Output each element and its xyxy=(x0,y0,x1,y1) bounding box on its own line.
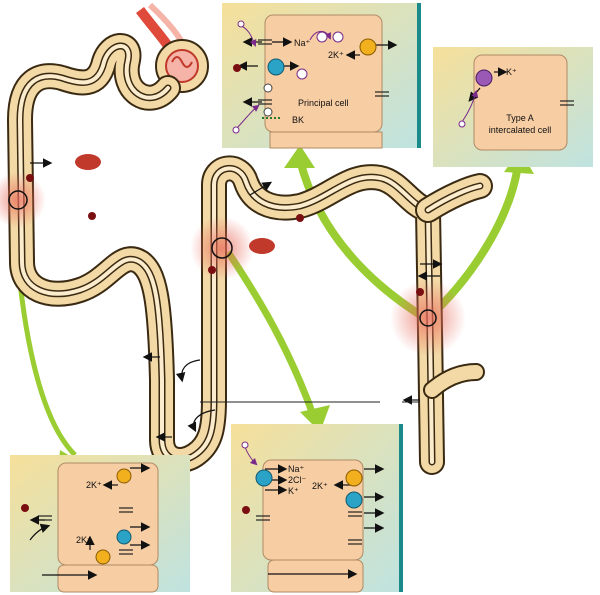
label-intercalated-cell: intercalated cell xyxy=(489,125,552,135)
red-blood-cell xyxy=(75,154,101,170)
panel-intercalated: K⁺ Type A intercalated cell xyxy=(433,47,593,167)
plus-charge-icon xyxy=(296,68,308,80)
proximal-cell xyxy=(57,462,159,566)
label-k: K⁺ xyxy=(506,67,517,77)
callout-arrow-thick xyxy=(225,250,319,422)
potassium-dot xyxy=(88,212,96,220)
potassium-dot xyxy=(296,214,304,222)
potassium-dot xyxy=(242,506,250,514)
pump-blue xyxy=(345,491,363,509)
blood-cells xyxy=(26,154,424,296)
pump-orange xyxy=(345,469,363,487)
label-bk: BK xyxy=(292,115,304,125)
intercalated-cell xyxy=(473,54,568,151)
label-k: K⁺ xyxy=(288,486,299,496)
channel-open xyxy=(263,83,273,93)
label-2k: 2K⁺ xyxy=(312,481,328,491)
label-2k-bottom: 2K⁺ xyxy=(76,535,92,545)
site-ring-proximal xyxy=(8,190,28,210)
label-na: Na⁺ xyxy=(294,38,311,48)
red-blood-cell xyxy=(249,238,275,254)
label-na: Na⁺ xyxy=(288,464,305,474)
potassium-dot xyxy=(233,64,241,72)
site-ring-thick xyxy=(211,237,233,259)
flux-arrows xyxy=(30,158,443,442)
nephron-tubule xyxy=(7,2,493,475)
label-2k-top: 2K⁺ xyxy=(86,480,102,490)
pump-purple xyxy=(475,69,493,87)
panel-thick: Na⁺ 2Cl⁻ K⁺ 2K⁺ xyxy=(231,424,403,593)
pump-orange xyxy=(359,38,377,56)
label-principal-cell: Principal cell xyxy=(298,98,349,108)
panel-principal: Na⁺ 2K⁺ Principal cell BK xyxy=(222,3,421,149)
pump-orange xyxy=(116,468,132,484)
label-2cl: 2Cl⁻ xyxy=(288,475,307,485)
potassium-dot xyxy=(416,288,424,296)
pump-blue xyxy=(267,58,285,76)
potassium-dot xyxy=(21,504,29,512)
pump-orange xyxy=(95,549,111,565)
channel-open xyxy=(263,107,273,117)
sampling-sites xyxy=(0,172,466,356)
plus-charge-icon xyxy=(332,31,344,43)
pump-blue xyxy=(255,469,273,487)
pump-blue xyxy=(116,529,132,545)
potassium-dot xyxy=(208,266,216,274)
panel-proximal: 2K⁺ 2K⁺ xyxy=(10,455,190,593)
potassium-dot xyxy=(26,174,34,182)
label-type-a: Type A xyxy=(506,113,534,123)
plus-charge-icon xyxy=(316,31,328,43)
site-ring-collecting xyxy=(419,309,437,327)
label-2k: 2K⁺ xyxy=(328,50,344,60)
